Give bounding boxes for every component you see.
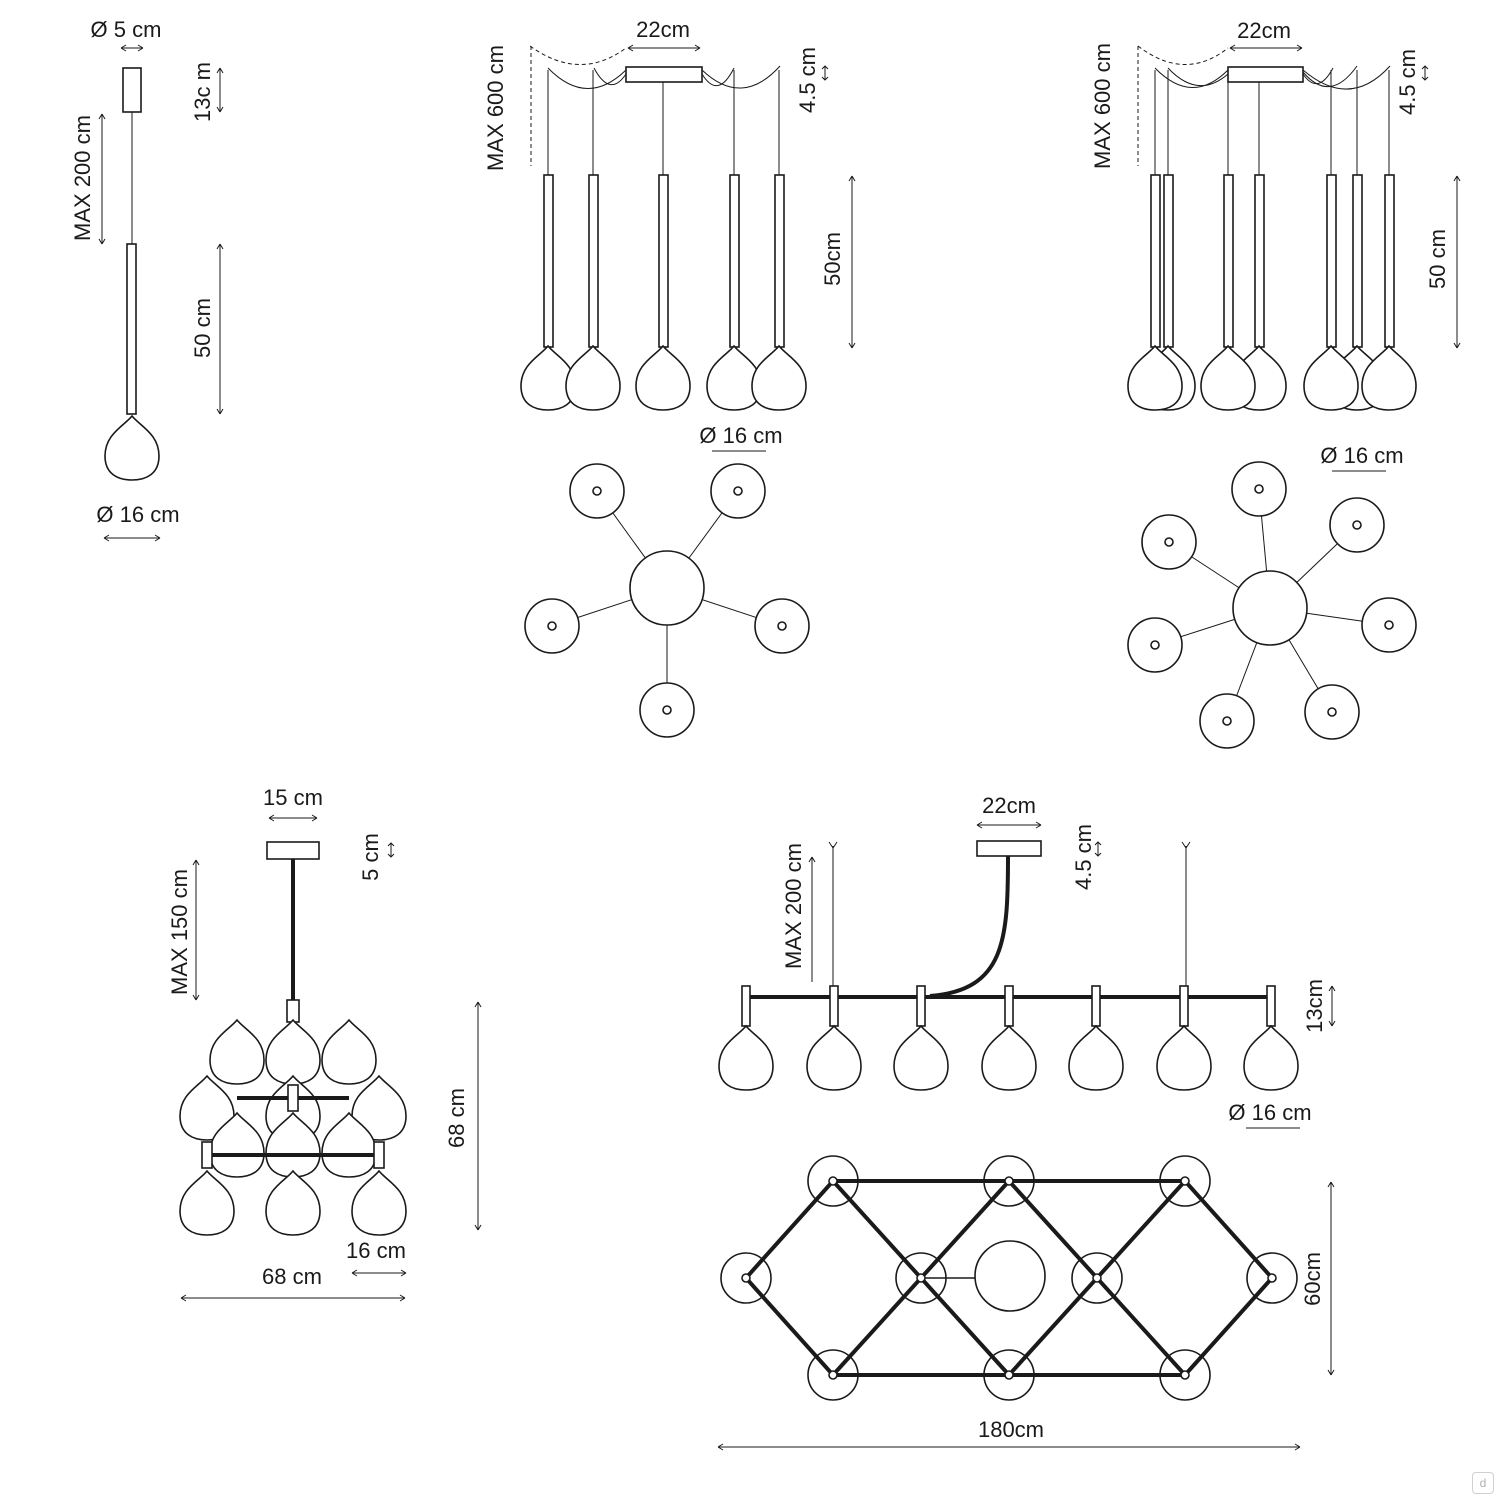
single-glass: [104, 415, 160, 481]
seven-plan-view: [1127, 461, 1417, 749]
cluster-cable-max-label: MAX 150 cm: [167, 869, 192, 995]
single-canopy-height-label: 13c m: [190, 62, 215, 122]
linear-cable-max-label: MAX 200 cm: [781, 843, 806, 969]
linear-length-label: 180cm: [978, 1417, 1044, 1442]
single-cable-max-label: MAX 200 cm: [70, 115, 95, 241]
linear-pendant: 22cm MAX 200 cm 4.5 cm 13cm Ø 16 cm 60cm…: [717, 793, 1336, 1451]
linear-element-height-label: 13cm: [1302, 979, 1327, 1033]
linear-depth-label: 60cm: [1300, 1252, 1325, 1306]
seven-light-pendant: 22cm MAX 600 cm 4.5 cm 50 cm Ø 16 cm: [1090, 18, 1461, 749]
five-canopy: [625, 66, 703, 83]
cluster-frame: [201, 1084, 385, 1169]
five-glass-diameter-label: Ø 16 cm: [699, 423, 782, 448]
linear-power-cable: [929, 855, 1010, 998]
five-rod-length-label: 50cm: [820, 232, 845, 286]
single-rod: [126, 243, 137, 415]
five-cable-max-label: MAX 600 cm: [483, 45, 508, 171]
cluster-glasses: [179, 1019, 407, 1236]
five-glasses: [520, 345, 807, 411]
cluster-pendant: 15 cm 5 cm MAX 150 cm 68 cm 16 cm 68 cm: [167, 785, 482, 1302]
cluster-height-label: 68 cm: [444, 1088, 469, 1148]
linear-canopy: [976, 840, 1042, 857]
seven-cables: [1154, 70, 1390, 175]
single-rod-length-label: 50 cm: [190, 298, 215, 358]
linear-glass-diameter-label: Ø 16 cm: [1228, 1100, 1311, 1125]
five-rods: [543, 174, 785, 348]
seven-rods: [1150, 174, 1395, 348]
cluster-canopy-height-label: 5 cm: [358, 833, 383, 881]
watermark-logo: d: [1472, 1472, 1494, 1494]
seven-canopy-width-label: 22cm: [1237, 18, 1291, 43]
linear-plan-view: [720, 1155, 1298, 1401]
seven-rod-length-label: 50 cm: [1425, 229, 1450, 289]
cluster-glass-diameter-label: 16 cm: [346, 1238, 406, 1263]
seven-canopy-height-label: 4.5 cm: [1395, 49, 1420, 115]
single-pendant: Ø 5 cm 13c m MAX 200 cm 50 cm Ø 16 cm: [70, 17, 224, 542]
linear-canopy-height-label: 4.5 cm: [1071, 824, 1096, 890]
linear-canopy-width-label: 22cm: [982, 793, 1036, 818]
single-canopy-diameter-label: Ø 5 cm: [91, 17, 162, 42]
cluster-canopy-width-label: 15 cm: [263, 785, 323, 810]
single-glass-diameter-label: Ø 16 cm: [96, 502, 179, 527]
five-light-pendant: 22cm MAX 600 cm 4.5 cm 50cm Ø 16 cm: [483, 17, 856, 738]
seven-glasses: [1127, 345, 1417, 411]
five-plan-view: [524, 463, 810, 738]
five-canopy-height-label: 4.5 cm: [795, 47, 820, 113]
five-cables: [547, 70, 780, 175]
single-canopy: [122, 67, 142, 113]
linear-glasses: [718, 985, 1299, 1091]
seven-canopy: [1227, 66, 1304, 83]
seven-glass-diameter-label: Ø 16 cm: [1320, 443, 1403, 468]
cluster-width-label: 68 cm: [262, 1264, 322, 1289]
five-canopy-width-label: 22cm: [636, 17, 690, 42]
cluster-canopy: [266, 841, 320, 860]
seven-cable-max-label: MAX 600 cm: [1090, 43, 1115, 169]
